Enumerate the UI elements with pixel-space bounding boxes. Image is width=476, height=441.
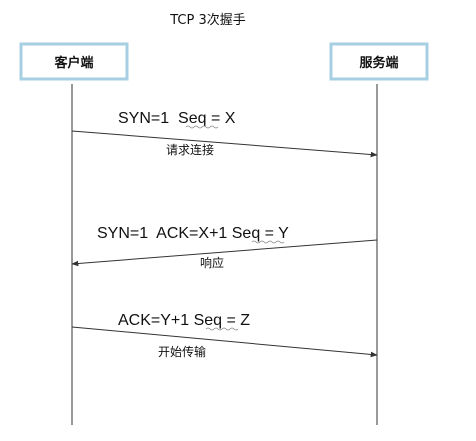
message-syn-ack-header: SYN=1 ACK=X+1 Seq = Y [97,225,289,242]
message-ack-desc: 开始传输 [158,344,206,359]
message-syn-header: SYN=1 Seq = X [118,110,236,127]
wavy-underline [205,327,239,331]
message-syn-ack-arrow [71,239,378,267]
client-box: 客户端 [19,42,129,81]
message-syn-arrow [71,130,378,158]
message-syn-desc: 请求连接 [166,142,214,157]
wavy-underline [251,240,285,244]
server-label: 服务端 [359,55,398,71]
message-ack-header: ACK=Y+1 Seq = Z [118,312,250,329]
message-syn-ack-desc: 响应 [200,255,224,270]
client-label: 客户端 [54,55,93,71]
server-box: 服务端 [329,42,429,81]
wavy-underline [185,125,219,129]
message-ack-arrow [71,326,378,358]
diagram-title: TCP 3次握手 [169,12,246,28]
message-syn-ack: SYN=1 ACK=X+1 Seq = Y 响应 [71,225,378,270]
message-syn: SYN=1 Seq = X 请求连接 [71,110,378,158]
message-ack: ACK=Y+1 Seq = Z 开始传输 [71,312,378,359]
